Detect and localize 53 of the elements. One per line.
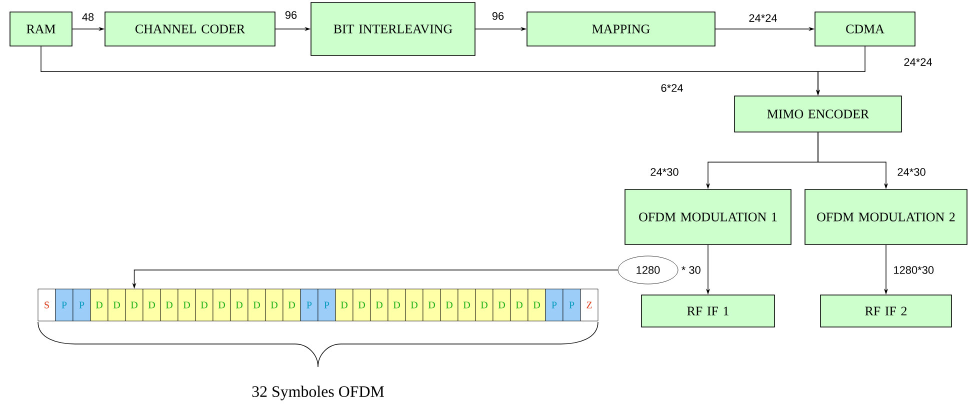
edge-label: 1280*30 — [892, 265, 936, 275]
symbol-cell: P — [55, 288, 74, 322]
symbol-cell: P — [300, 288, 318, 322]
symbol-cell: D — [440, 288, 458, 322]
symbol-cell: D — [212, 288, 231, 322]
process-box: MIMO ENCODER — [734, 96, 902, 132]
symbol-cell: D — [248, 288, 266, 322]
symbol-cell: D — [265, 288, 284, 322]
process-box: RF IF 2 — [820, 294, 952, 328]
caption-text: 32 Symboles OFDM — [252, 386, 384, 400]
symbol-cell: Z — [580, 288, 598, 322]
process-box: BIT INTERLEAVING — [310, 2, 476, 56]
symbol-cell: D — [108, 288, 126, 322]
value-label: * 30 — [682, 266, 700, 274]
edge-label: 96 — [284, 10, 298, 20]
symbol-cell: D — [125, 288, 144, 322]
symbol-cell: D — [422, 288, 441, 322]
symbol-cell: D — [492, 288, 511, 322]
symbol-cell: D — [388, 288, 406, 322]
process-box: OFDM MODULATION 1 — [624, 189, 792, 245]
symbol-cell: S — [38, 288, 56, 322]
symbol-cell: D — [405, 288, 424, 322]
edge-label: 24*30 — [896, 167, 927, 177]
process-box: RAM — [10, 12, 72, 46]
symbol-cell: D — [142, 288, 161, 322]
edge-label: 24*30 — [649, 167, 680, 177]
symbol-cell: D — [178, 288, 196, 322]
edge-label: 24*24 — [902, 57, 934, 67]
symbol-cell: D — [370, 288, 388, 322]
edge-label: 48 — [80, 12, 96, 22]
symbol-cell: D — [458, 288, 476, 322]
symbol-cell: D — [475, 288, 494, 322]
symbol-cell: D — [160, 288, 178, 322]
edge-label: 6*24 — [660, 83, 684, 93]
symbol-cell: D — [282, 288, 301, 322]
edge-label: 24*24 — [748, 13, 778, 23]
edge-label: 96 — [490, 11, 506, 21]
symbol-cell: P — [318, 288, 336, 322]
symbol-cell: P — [545, 288, 564, 322]
process-box: CHANNEL CODER — [104, 12, 276, 46]
symbol-cell: D — [90, 288, 108, 322]
process-box: MAPPING — [526, 12, 716, 46]
symbol-cell: D — [230, 288, 248, 322]
process-box: OFDM MODULATION 2 — [804, 189, 968, 245]
symbol-cell: D — [335, 288, 354, 322]
symbol-cell: D — [352, 288, 371, 322]
symbol-cell: P — [72, 288, 91, 322]
symbol-cell: D — [510, 288, 528, 322]
process-box: RF IF 1 — [641, 294, 775, 328]
process-box: CDMA — [814, 12, 916, 46]
symbol-cell: P — [562, 288, 581, 322]
symbol-cell: D — [528, 288, 546, 322]
symbol-cell: D — [195, 288, 214, 322]
